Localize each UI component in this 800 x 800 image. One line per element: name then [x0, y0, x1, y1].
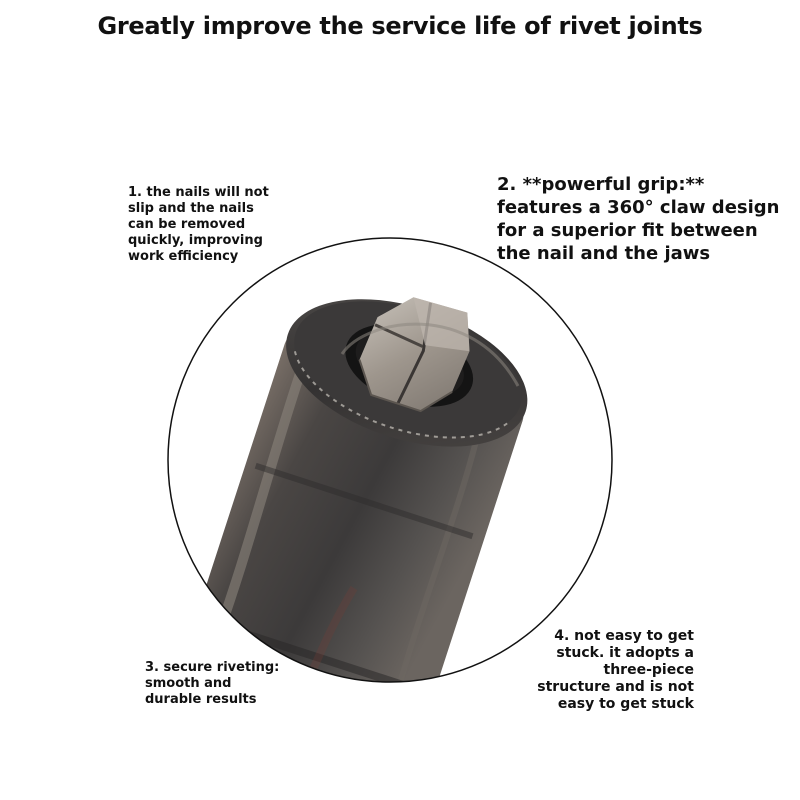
feature-callout-3: 3. secure riveting: smooth and durable r… [145, 660, 280, 707]
feature-callout-1: 1. the nails will not slip and the nails… [128, 185, 269, 264]
page-title: Greatly improve the service life of rive… [97, 12, 703, 40]
feature-callout-2: 2. **powerful grip:** features a 360° cl… [497, 174, 780, 264]
feature-callout-4: 4. not easy to get stuck. it adopts a th… [537, 628, 694, 712]
riveter-nozzle-photo [167, 237, 613, 683]
